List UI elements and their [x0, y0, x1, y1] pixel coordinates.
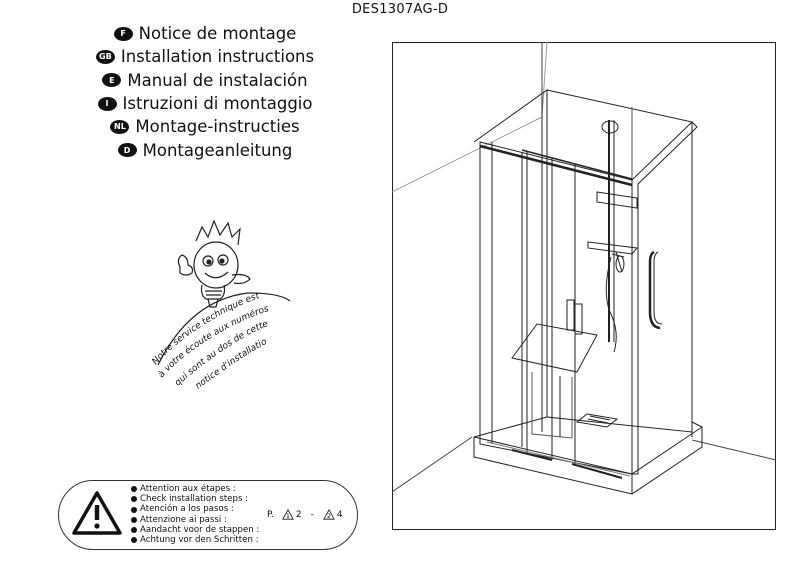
- page-reference: P. 1 2 - 2 4: [267, 509, 343, 520]
- shower-cabin-illustration: [392, 42, 776, 530]
- step-warning-text: Attention aux étapes :: [140, 484, 236, 494]
- language-title-it: I Istruzioni di montaggio: [60, 92, 350, 115]
- it-badge-icon: I: [97, 96, 117, 111]
- rain-shower-head-icon: [601, 120, 619, 134]
- step-b-page: 4: [336, 509, 343, 520]
- language-title-text: Manual de instalación: [127, 70, 308, 90]
- shelf-icon: [596, 191, 638, 209]
- mixer-icon: [587, 241, 638, 255]
- mascot-illustration: Notre service technique est à votre écou…: [150, 215, 291, 392]
- step-warning-text: Attenzione ai passi :: [140, 514, 227, 525]
- language-title-fr: F Notice de montage: [60, 22, 350, 45]
- back-panel: [546, 89, 693, 433]
- step-warnings: Attention aux étapes : Check installatio…: [131, 484, 259, 545]
- step-warning-de: Achtung vor den Schritten :: [131, 535, 259, 545]
- bullet-icon: [131, 496, 137, 503]
- bulb-mascot-icon: [177, 219, 251, 308]
- gb-badge-icon: GB: [95, 49, 115, 64]
- door-handle-icon: [566, 299, 575, 331]
- document-code-text: DES1307AG-D: [351, 2, 449, 17]
- step-a-number: 1: [286, 512, 290, 520]
- folding-seat-icon: [511, 323, 598, 373]
- step-triangle-icon: 1: [282, 509, 294, 520]
- nl-badge-icon: NL: [110, 119, 130, 134]
- bullet-icon: [131, 526, 137, 533]
- grab-bar-icon: [648, 250, 661, 330]
- warning-triangle-icon: [72, 491, 122, 535]
- step-warning-text: Aandacht voor de stappen :: [140, 524, 260, 535]
- bullet-icon: [131, 506, 137, 513]
- step-warning-text: Atención a los pasos :: [140, 504, 234, 515]
- step-b-number: 2: [327, 512, 331, 520]
- fr-badge-icon: F: [113, 26, 133, 41]
- language-title-text: Istruzioni di montaggio: [122, 94, 313, 114]
- bullet-icon: [131, 486, 137, 493]
- step-warning-es: Atención a los pasos :: [131, 504, 259, 514]
- language-title-text: Montageanleitung: [142, 140, 293, 160]
- illustration-frame: [392, 42, 776, 530]
- language-title-text: Notice de montage: [138, 24, 297, 44]
- warning-box: Attention aux étapes : Check installatio…: [58, 480, 358, 550]
- language-title-de: D Montageanleitung: [60, 138, 350, 161]
- step-warning-text: Achtung vor den Schritten :: [140, 535, 259, 546]
- shower-tray: [473, 421, 703, 475]
- step-triangle-icon: 2: [322, 509, 335, 520]
- de-badge-icon: D: [117, 143, 137, 158]
- step-a-page: 2: [295, 509, 302, 520]
- page-separator: -: [310, 509, 314, 520]
- language-title-text: Montage-instructies: [135, 117, 300, 137]
- step-warning-gb: Check installation steps :: [131, 494, 259, 504]
- document-code: DES1307AG-D: [0, 2, 808, 17]
- step-warning-fr: Attention aux étapes :: [131, 484, 259, 494]
- language-title-es: E Manual de instalación: [60, 69, 350, 92]
- bullet-icon: [131, 516, 137, 523]
- language-title-nl: NL Montage-instructies: [60, 115, 350, 138]
- language-title-gb: GB Installation instructions: [60, 45, 350, 68]
- page-prefix: P.: [267, 509, 274, 520]
- es-badge-icon: E: [102, 73, 122, 88]
- step-warning-nl: Aandacht voor de stappen :: [131, 525, 259, 535]
- step-warning-text: Check installation steps :: [140, 494, 249, 505]
- step-warning-it: Attenzione ai passi :: [131, 515, 259, 525]
- language-titles: F Notice de montage GB Installation inst…: [60, 22, 350, 162]
- language-title-text: Installation instructions: [120, 47, 315, 67]
- bullet-icon: [131, 537, 137, 544]
- drain-icon: [575, 413, 619, 428]
